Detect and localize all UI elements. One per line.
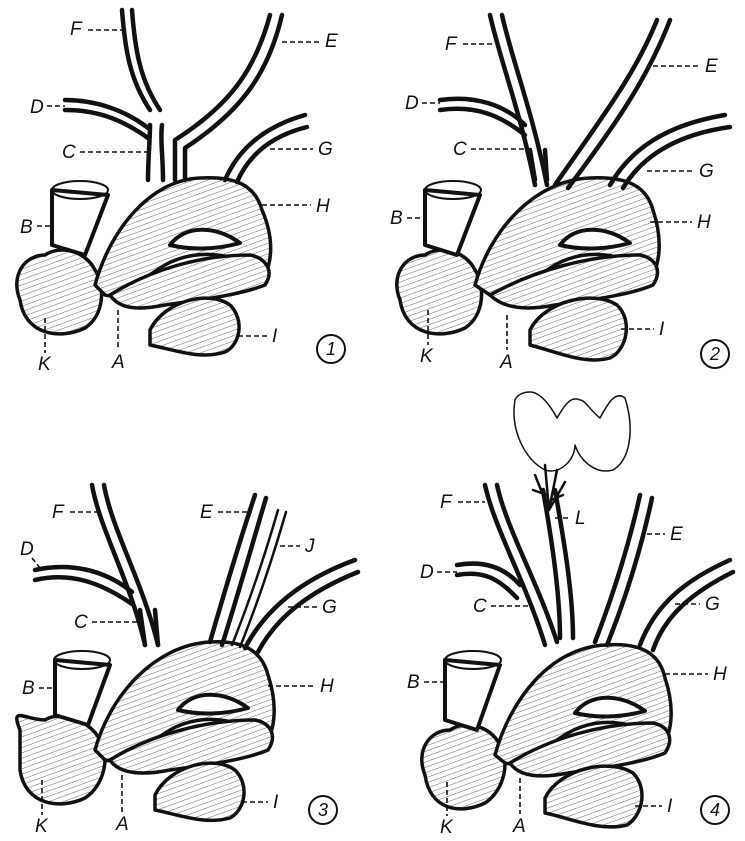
- label-j: J: [304, 536, 315, 557]
- label-g: G: [318, 139, 333, 160]
- right-common-carotid-f: [92, 485, 145, 645]
- label-f: F: [445, 34, 458, 55]
- label-d: D: [30, 97, 44, 118]
- label-g: G: [699, 161, 714, 182]
- label-e: E: [670, 524, 683, 545]
- label-l: L: [575, 508, 586, 529]
- right-common-carotid-f: [490, 15, 535, 185]
- label-i: I: [667, 796, 673, 817]
- label-b: B: [22, 678, 35, 699]
- label-f: F: [70, 19, 83, 40]
- panel-number: 1: [326, 339, 336, 359]
- label-b: B: [407, 672, 420, 693]
- label-i: I: [659, 319, 665, 340]
- left-common-carotid-e: [555, 20, 657, 185]
- brachiocephalic-trunk-c: [148, 125, 150, 180]
- label-h: H: [316, 196, 330, 217]
- thyroid-branches: [533, 465, 565, 510]
- label-k: K: [420, 346, 434, 367]
- label-f: F: [52, 502, 65, 523]
- label-k: K: [35, 816, 49, 837]
- superior-vena-cava-b: [445, 660, 500, 730]
- label-i: I: [273, 792, 279, 813]
- panel-number: 4: [710, 800, 720, 820]
- label-d: D: [420, 562, 434, 583]
- label-e: E: [325, 31, 338, 52]
- label-k: K: [440, 817, 454, 838]
- label-i: I: [272, 326, 278, 347]
- label-f: F: [440, 492, 453, 513]
- label-h: H: [713, 664, 727, 685]
- left-common-carotid-e: [210, 495, 255, 642]
- heart-chamber-k: [17, 716, 105, 804]
- heart-chamber-k: [397, 250, 482, 334]
- label-d: D: [405, 93, 419, 114]
- label-c: C: [74, 612, 88, 633]
- heart-chamber-k: [17, 250, 102, 334]
- label-a: A: [111, 352, 125, 373]
- label-c: C: [453, 139, 467, 160]
- label-g: G: [322, 597, 337, 618]
- panel-2: F E D C G B H I K A 2: [390, 15, 730, 373]
- panel-number: 3: [318, 800, 328, 820]
- panel-4: F L E D G C B H I K A 4: [407, 392, 733, 838]
- label-b: B: [390, 208, 403, 229]
- label-a: A: [115, 814, 129, 835]
- label-g: G: [705, 594, 720, 615]
- label-h: H: [697, 212, 711, 233]
- panel-number: 2: [709, 344, 720, 364]
- label-d: D: [20, 539, 34, 560]
- label-b: B: [20, 217, 33, 238]
- label-k: K: [38, 354, 52, 375]
- label-h: H: [320, 676, 334, 697]
- heart-chamber-k: [422, 725, 505, 809]
- thyroid-gland: [514, 392, 630, 471]
- right-common-carotid-f: [122, 10, 150, 110]
- label-a: A: [512, 816, 526, 837]
- label-e: E: [200, 502, 213, 523]
- label-c: C: [62, 142, 76, 163]
- label-c: C: [473, 596, 487, 617]
- label-e: E: [705, 56, 718, 77]
- label-a: A: [499, 352, 513, 373]
- panel-3: F E J D G C B H I K A 3: [17, 485, 358, 837]
- panel-1: F E D C G B H I K A 1: [17, 10, 345, 375]
